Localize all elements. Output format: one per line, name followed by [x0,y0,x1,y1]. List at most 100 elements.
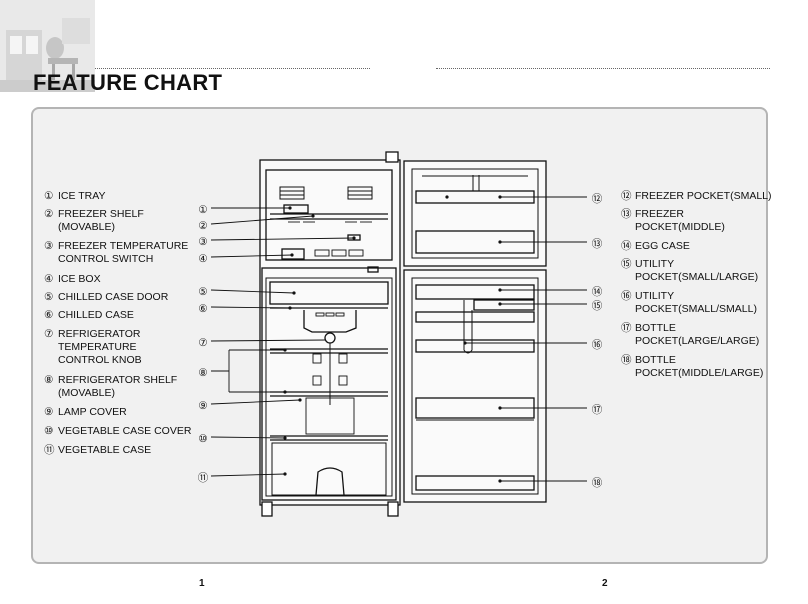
ice-tray [283,204,309,214]
callout-dots [283,195,502,483]
callout-badge-1: ① [198,204,208,216]
page-number-left: 1 [199,578,205,589]
callout-badge-18: ⑱ [592,477,603,489]
decorative-photo-image [0,0,95,92]
feature-label-text: POCKET(SMALL/LARGE) [635,271,759,283]
freezer-door-inner [411,168,539,259]
ice-box [281,248,305,260]
callout-badge-5: ⑤ [198,286,208,298]
control-housing [303,310,357,333]
feature-label-8: ⑧ REFRIGERATOR SHELF(MOVABLE) [44,374,177,400]
feature-number: ⑪ [44,444,55,456]
feature-label-text: FREEZER SHELF [58,208,144,220]
rear-vents [312,353,348,386]
feature-label-text: LAMP COVER [58,406,127,418]
feature-number: ⑮ [621,258,632,270]
feature-label-text: POCKET(LARGE/LARGE) [635,335,760,347]
freezer-door [403,160,547,267]
feature-number: ⑩ [44,425,54,437]
feature-number: ⑦ [44,328,54,340]
feature-label-text: BOTTLE [635,322,676,334]
freezer-compartment [265,169,393,261]
feature-label-text: (MOVABLE) [58,387,115,399]
page-number-right: 2 [602,578,608,589]
refrigerator-door-inner [411,277,539,495]
refrigerator-indicator [367,266,379,273]
feature-label-text: VEGETABLE CASE [58,444,152,456]
utility-pocket-small-small [415,311,535,323]
refrigerator-compartment [261,267,397,501]
feature-label-text: REFRIGERATOR SHELF [58,374,178,386]
feature-label-text: POCKET(MIDDLE) [635,221,725,233]
freezer-vents [279,186,373,200]
feature-label-6: ⑥ CHILLED CASE [44,309,134,322]
vegetable-case [271,442,387,496]
feature-label-text: BOTTLE [635,354,676,366]
bottle-pocket-large-large [415,339,535,353]
feature-number: ② [44,208,54,220]
feature-number: ⑱ [621,354,632,366]
feature-label-text: ICE BOX [58,273,101,285]
feature-label-text: CHILLED CASE DOOR [58,291,169,303]
right-foot [387,501,399,517]
feature-label-text: ICE TRAY [58,190,106,202]
refrigerator-door [403,269,547,503]
feature-number: ① [44,190,54,202]
top-hinge [385,151,399,163]
callout-badge-4: ④ [198,253,208,265]
feature-label-text: FREEZER TEMPERATURE [58,240,189,252]
callout-badge-12: ⑫ [592,193,603,205]
feature-label-9: ⑨ LAMP COVER [44,406,127,419]
feature-label-text: REFRIGERATOR [58,328,141,340]
feature-label-text: POCKET(MIDDLE/LARGE) [635,367,764,379]
callout-badge-7: ⑦ [198,337,208,349]
feature-label-text: FREEZER [635,208,685,220]
lamp-cover [305,397,355,435]
feature-number: ⑰ [621,322,632,334]
callout-badge-14: ⑭ [592,286,603,298]
callout-badge-16: ⑯ [592,339,603,351]
page-title: FEATURE CHART [33,70,223,95]
feature-label-text: CONTROL SWITCH [58,253,154,265]
feature-label-text: UTILITY [635,290,675,302]
left-foot [261,501,273,517]
feature-number: ⑧ [44,374,54,386]
feature-number: ④ [44,273,54,285]
feature-label-text: TEMPERATURE [58,341,137,353]
vegetable-case-handle [315,467,345,496]
utility-pocket-small-large [473,299,535,311]
callout-badge-3: ③ [198,236,208,248]
callout-badge-15: ⑮ [592,300,603,312]
header-rule-right [436,68,770,69]
callout-badge-10: ⑩ [198,433,208,445]
feature-number: ⑨ [44,406,54,418]
feature-label-text: CHILLED CASE [58,309,134,321]
ice-box-vents [314,249,364,257]
callout-badge-9: ⑨ [198,400,208,412]
callout-badge-11: ⑪ [198,472,209,484]
feature-number: ⑫ [621,190,632,202]
feature-label-text: POCKET(SMALL/SMALL) [635,303,757,315]
feature-label-text: (MOVABLE) [58,221,115,233]
door-divider [463,300,473,354]
callout-leaders [210,196,587,482]
header-rule-left [95,68,370,69]
freezer-control-switch [347,234,361,241]
feature-number: ⑯ [621,290,632,302]
callout-badge-2: ② [198,220,208,232]
control-vents [315,312,345,317]
feature-label-text: CONTROL KNOB [58,354,142,366]
feature-label-text: FREEZER POCKET(SMALL) [635,190,772,202]
callout-badge-6: ⑥ [198,303,208,315]
feature-number: ⑥ [44,309,54,321]
